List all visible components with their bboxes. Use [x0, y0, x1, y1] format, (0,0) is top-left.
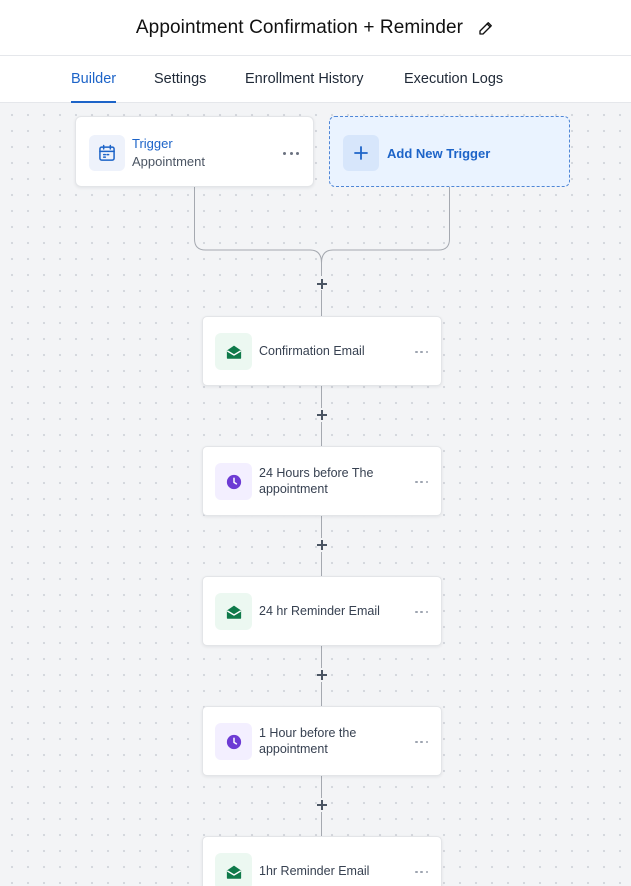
clock-icon: [215, 723, 252, 760]
add-step-plus-icon[interactable]: [315, 798, 329, 812]
step-label: 1hr Reminder Email: [259, 864, 370, 878]
step-card-wait-24-hours[interactable]: 24 Hours before The appointment: [202, 446, 442, 516]
add-new-trigger-label: Add New Trigger: [387, 146, 491, 161]
step-label: 1 Hour before the appointment: [259, 726, 357, 756]
step-label: 24 Hours before The appointment: [259, 466, 374, 496]
add-new-trigger-button[interactable]: Add New Trigger: [329, 116, 570, 187]
step-more-icon[interactable]: [415, 736, 428, 748]
workflow-title: Appointment Confirmation + Reminder: [135, 16, 464, 38]
envelope-open-icon: [215, 593, 252, 630]
calendar-icon: [89, 135, 125, 171]
step-more-icon[interactable]: [415, 476, 428, 488]
step-more-icon[interactable]: [415, 606, 428, 618]
trigger-title: Trigger: [132, 136, 173, 151]
step-card-1hr-reminder-email[interactable]: 1hr Reminder Email: [202, 836, 442, 886]
tab-settings[interactable]: Settings: [154, 71, 207, 87]
tab-enrollment-history[interactable]: Enrollment History: [245, 71, 364, 87]
add-step-plus-icon[interactable]: [315, 408, 329, 422]
tab-builder[interactable]: Builder: [71, 56, 117, 103]
add-step-plus-icon[interactable]: [315, 668, 329, 682]
envelope-open-icon: [215, 853, 252, 886]
step-label: 24 hr Reminder Email: [259, 604, 380, 618]
pencil-icon[interactable]: [477, 19, 495, 37]
tab-bar: Builder Settings Enrollment History Exec…: [0, 56, 631, 103]
add-step-plus-icon[interactable]: [315, 538, 329, 552]
tab-execution-logs[interactable]: Execution Logs: [404, 71, 504, 87]
step-card-24hr-reminder-email[interactable]: 24 hr Reminder Email: [202, 576, 442, 646]
envelope-open-icon: [215, 333, 252, 370]
trigger-subtitle: Appointment: [132, 154, 205, 169]
workflow-canvas[interactable]: Trigger Appointment Add New Trigger Conf…: [0, 103, 631, 886]
step-more-icon[interactable]: [415, 346, 428, 358]
trigger-more-icon[interactable]: [283, 147, 299, 159]
workflow-header: Appointment Confirmation + Reminder: [0, 0, 631, 56]
step-label: Confirmation Email: [259, 344, 365, 358]
workflow-connectors: [194, 187, 450, 836]
plus-icon: [343, 135, 379, 171]
step-card-wait-1-hour[interactable]: 1 Hour before the appointment: [202, 706, 442, 776]
step-more-icon[interactable]: [415, 866, 428, 878]
add-step-plus-icon[interactable]: [315, 277, 329, 291]
clock-icon: [215, 463, 252, 500]
trigger-card[interactable]: Trigger Appointment: [75, 116, 314, 187]
step-card-confirmation-email[interactable]: Confirmation Email: [202, 316, 442, 386]
